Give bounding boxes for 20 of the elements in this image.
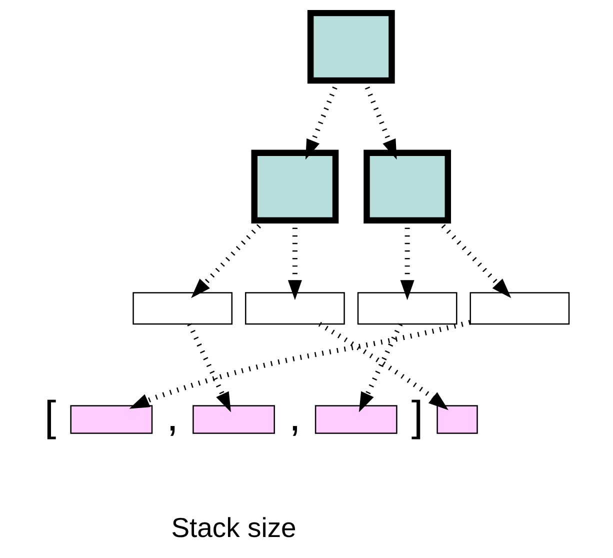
node-box	[70, 405, 153, 434]
label: ]	[411, 392, 424, 440]
node-box	[314, 405, 398, 434]
arrow	[187, 323, 231, 412]
label: [	[44, 392, 56, 440]
node-box	[245, 292, 345, 325]
node-box	[364, 150, 452, 224]
arrow	[318, 322, 448, 410]
label: ,	[166, 392, 178, 440]
node-box	[251, 150, 339, 224]
node-box	[357, 292, 458, 325]
node-box	[470, 292, 570, 325]
node-box	[436, 405, 478, 434]
node-box	[307, 10, 395, 84]
label: Stack size	[171, 512, 296, 543]
node-box	[132, 292, 233, 325]
arrow	[358, 323, 403, 412]
arrow	[129, 320, 471, 409]
label: ,	[289, 392, 301, 440]
node-box	[192, 405, 275, 434]
